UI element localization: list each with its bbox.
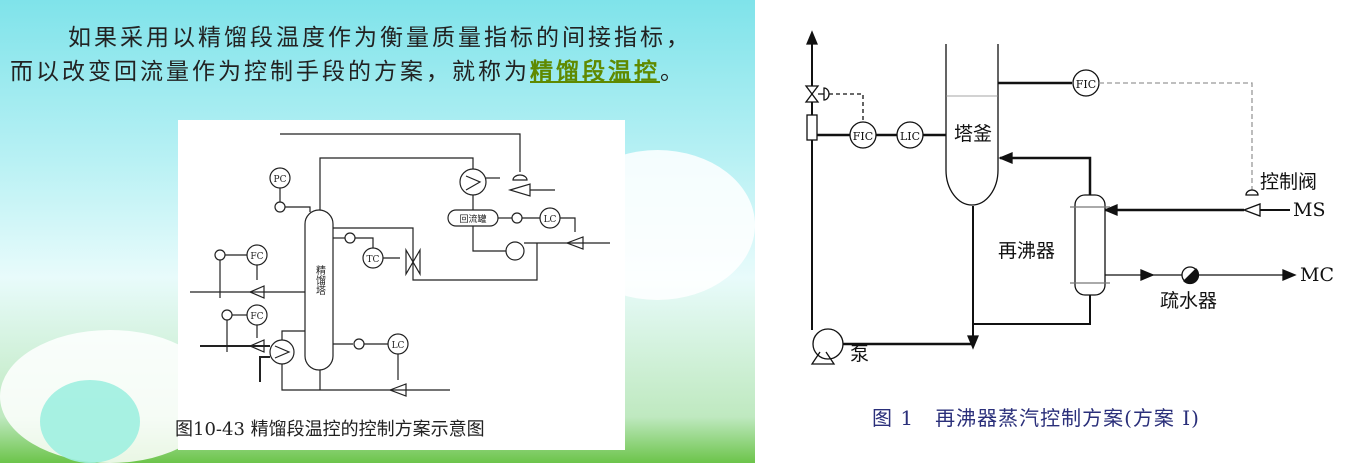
column-shape (304, 209, 334, 371)
fic-top-label: FIC (1076, 78, 1096, 91)
intro-line-1: 如果采用以精馏段温度作为衡量质量指标的间接指标， (68, 25, 692, 51)
reboiler-label: 再沸器 (998, 240, 1055, 262)
pump-label: 泵 (850, 343, 869, 365)
diagram-box (178, 120, 625, 450)
highlight-term: 精馏段温控 (530, 58, 660, 85)
mc-label: MC (1300, 264, 1334, 286)
column-label: 精馏塔 (314, 264, 326, 296)
tank-label: 塔釜 (954, 123, 992, 145)
lic-label: LIC (900, 130, 920, 143)
slide-panel: 如果采用以精馏段温度作为衡量质量指标的间接指标， 而以改变回流量作为控制手段的方… (0, 0, 755, 463)
intro-line-2: 而以改变回流量作为控制手段的方案，就称为精馏段温控。 (10, 52, 686, 86)
fc-2-label: FC (250, 312, 263, 322)
fic-label: FIC (853, 130, 873, 143)
tc-label: TC (367, 255, 380, 265)
right-caption: 图 1 再沸器蒸汽控制方案(方案 I) (872, 406, 1200, 430)
trap-label: 疏水器 (1160, 290, 1217, 312)
bubble-decoration (40, 380, 140, 463)
rectifying-control-diagram: 精馏塔 PC 回流罐 LC TC FC FC LC (190, 133, 610, 397)
control-valve-label: 控制阀 (1260, 171, 1317, 193)
lc-top-label: LC (544, 215, 557, 225)
reflux-drum-label: 回流罐 (459, 213, 486, 225)
left-caption: 图10-43 精馏段温控的控制方案示意图 (175, 419, 485, 440)
intro-text: 而以改变回流量作为控制手段的方案，就称为 (10, 59, 530, 85)
lc-bottom-label: LC (392, 341, 405, 351)
ms-label: MS (1293, 199, 1325, 221)
pc-label: PC (274, 175, 287, 185)
fc-1-label: FC (250, 252, 263, 262)
reboiler-steam-diagram: 塔釜 FIC 控制阀 MS 再沸器 MC 疏水器 泵 FIC LIC (804, 30, 1334, 365)
intro-end: 。 (660, 59, 686, 85)
